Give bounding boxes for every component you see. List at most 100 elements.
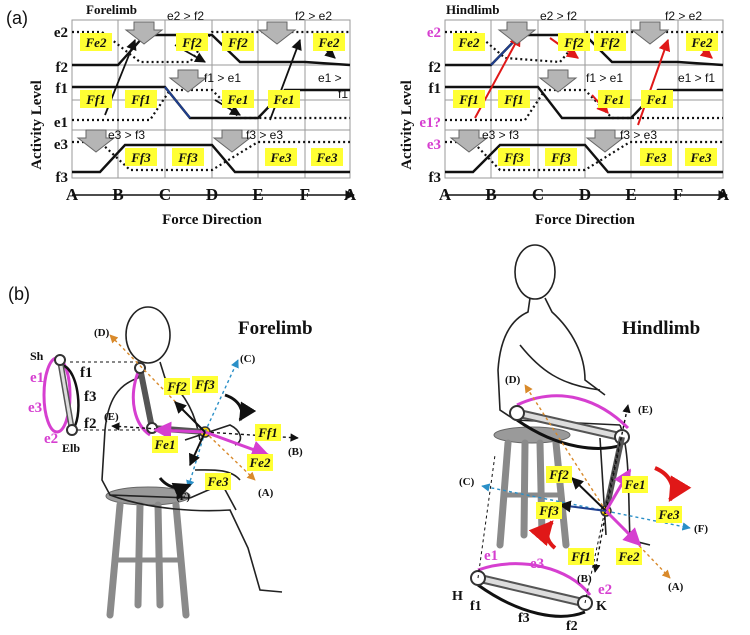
forelimb-force-box: Fe3 xyxy=(207,474,229,489)
forelimb-ytick: e2 xyxy=(54,25,68,41)
forelimb-y-ticks: e2 f2 f1 e1 e3 f3 xyxy=(54,25,68,186)
hindlimb-figure-title: Hindlimb xyxy=(622,318,700,339)
forelimb-box: Fe3 xyxy=(316,150,338,165)
forelimb-xtick: D xyxy=(206,185,218,204)
panel-b-label: (b) xyxy=(8,284,30,304)
hindlimb-direction-labels: (A) (B) (C) (D) (E) (F) xyxy=(459,374,708,593)
forelimb-box: Ff3 xyxy=(130,150,151,165)
forelimb-muscle-label: f2 xyxy=(84,416,97,432)
forelimb-box: Ff1 xyxy=(85,92,106,107)
forelimb-dir-label: (E) xyxy=(104,411,119,423)
forelimb-muscle-label: e2 xyxy=(44,431,58,447)
hindlimb-ytick: e1? xyxy=(419,115,441,131)
hindlimb-annotation: f1 > e1 xyxy=(586,71,623,85)
forelimb-figure-title: Forelimb xyxy=(238,318,313,339)
hindlimb-figure: Hindlimb xyxy=(452,244,708,634)
hindlimb-force-box: Ff2 xyxy=(548,467,569,482)
forelimb-chart: Forelimb Activity Level xyxy=(29,2,357,228)
hindlimb-model-labels: H K e1 e3 e2 f1 f3 f2 xyxy=(452,548,612,634)
hindlimb-box: Ff1 xyxy=(458,92,479,107)
forelimb-muscle-label: e3 xyxy=(28,400,42,416)
forelimb-annotation: f1 > e1 xyxy=(204,71,241,85)
forelimb-xtick: C xyxy=(159,185,171,204)
forelimb-block-arrows xyxy=(76,21,297,153)
forelimb-joint-label: Sh xyxy=(30,349,44,363)
hindlimb-model xyxy=(470,439,621,618)
hindlimb-muscle-label: f2 xyxy=(566,619,578,634)
forelimb-xtick: B xyxy=(112,185,123,204)
panel-a-label: (a) xyxy=(6,8,28,28)
hindlimb-ytick: f3 xyxy=(429,170,442,186)
hindlimb-dir-label: (C) xyxy=(459,476,475,488)
forelimb-annotation: e3 > f3 xyxy=(108,128,145,142)
hindlimb-person xyxy=(497,244,651,546)
forelimb-force-box: Fe2 xyxy=(249,455,271,470)
hindlimb-traces xyxy=(445,30,724,174)
forelimb-box: Fe3 xyxy=(270,150,292,165)
forelimb-model xyxy=(42,354,140,436)
forelimb-x-ticks: A B C D E F A xyxy=(66,185,357,204)
hindlimb-annotation: e3 > f3 xyxy=(482,128,519,142)
hindlimb-xtick: A xyxy=(717,185,730,204)
hindlimb-muscle-label: e2 xyxy=(598,582,612,598)
forelimb-annotations: e2 > f2 f2 > e2 f1 > e1 e1 > f1 e3 > f3 … xyxy=(108,9,348,142)
hindlimb-annotation: e2 > f2 xyxy=(540,9,577,23)
forelimb-xlabel: Force Direction xyxy=(162,212,262,228)
forelimb-xtick: A xyxy=(344,185,357,204)
hindlimb-ylabel: Activity Level xyxy=(399,80,415,170)
hindlimb-muscle-label: f3 xyxy=(518,611,530,626)
forelimb-muscle-label: f1 xyxy=(80,365,93,381)
forelimb-box: Fe1 xyxy=(227,92,249,107)
hindlimb-xtick: F xyxy=(673,185,683,204)
forelimb-box: Ff2 xyxy=(181,35,202,50)
hindlimb-force-box: Fe2 xyxy=(618,549,640,564)
hindlimb-xtick: C xyxy=(532,185,544,204)
forelimb-annotation: f1 xyxy=(338,87,348,101)
forelimb-ytick: f1 xyxy=(56,81,69,97)
hindlimb-chart-title: Hindlimb xyxy=(446,2,499,17)
forelimb-box: Ff3 xyxy=(177,150,198,165)
forelimb-figure: Forelimb xyxy=(28,306,313,619)
hindlimb-x-ticks: A B C D E F A xyxy=(439,185,730,204)
forelimb-dir-label: (B) xyxy=(288,446,303,458)
hindlimb-dir-label: (A) xyxy=(668,581,684,593)
hindlimb-box: Fe2 xyxy=(691,35,713,50)
forelimb-xtick: E xyxy=(252,185,263,204)
hindlimb-box: Ff1 xyxy=(503,92,524,107)
hindlimb-xtick: A xyxy=(439,185,452,204)
hindlimb-force-boxes: Ff2 Fe1 Ff3 Fe3 Ff1 Fe2 xyxy=(536,466,682,565)
forelimb-ytick: f3 xyxy=(56,170,69,186)
hindlimb-block-arrows xyxy=(449,21,670,153)
forelimb-ytick: e3 xyxy=(54,137,68,153)
forelimb-dir-label: (A) xyxy=(258,487,274,499)
forelimb-box: Fe1 xyxy=(273,92,295,107)
forelimb-force-boxes: Ff2 Ff3 Ff1 Fe1 Fe2 Fe3 xyxy=(152,376,281,490)
forelimb-annotation: f3 > e3 xyxy=(246,128,283,142)
forelimb-dir-label: (C) xyxy=(240,353,256,365)
forelimb-ylabel: Activity Level xyxy=(29,80,45,170)
hindlimb-dir-label: (D) xyxy=(505,374,521,386)
hindlimb-ytick: e2 xyxy=(427,25,441,41)
hindlimb-stool xyxy=(493,426,571,549)
hindlimb-ytick: f1 xyxy=(429,81,442,97)
hindlimb-joint-label: K xyxy=(596,599,607,614)
forelimb-force-box: Fe1 xyxy=(154,437,176,452)
hindlimb-box: Ff3 xyxy=(550,150,571,165)
forelimb-directions xyxy=(109,334,299,500)
forelimb-force-box: Ff1 xyxy=(257,425,278,440)
hindlimb-xtick: B xyxy=(485,185,496,204)
hindlimb-box: Fe3 xyxy=(645,150,667,165)
hindlimb-y-ticks: e2 f2 f1 e1? e3 f3 xyxy=(419,25,441,186)
forelimb-boxes: Fe2 Ff2 Ff2 Fe2 Ff1 Ff1 Fe1 Fe1 Ff3 Ff3 … xyxy=(80,33,345,166)
hindlimb-xtick: D xyxy=(579,185,591,204)
hindlimb-dir-label: (B) xyxy=(577,573,592,585)
forelimb-box: Ff1 xyxy=(130,92,151,107)
forelimb-stool xyxy=(105,486,191,619)
hindlimb-box: Ff2 xyxy=(563,35,584,50)
hindlimb-force-box: Fe1 xyxy=(624,477,646,492)
forelimb-annotation: e1 > xyxy=(318,71,342,85)
forelimb-muscle-label: f3 xyxy=(84,389,97,405)
hindlimb-xtick: E xyxy=(625,185,636,204)
